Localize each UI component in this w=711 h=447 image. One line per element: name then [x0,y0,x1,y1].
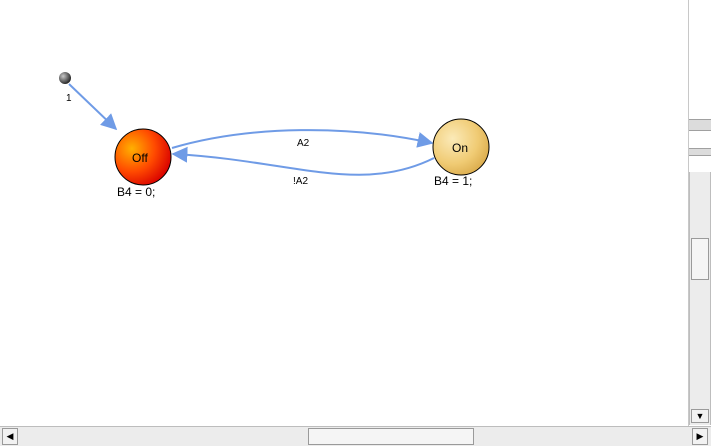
scroll-down-button[interactable]: ▼ [691,409,709,423]
horizontal-scrollbar[interactable]: ◀ ▶ [0,426,711,446]
state-off-name: Off [132,151,148,165]
vertical-scroll-thumb[interactable] [691,238,709,280]
scroll-left-button[interactable]: ◀ [2,428,18,445]
initial-transition-label: 1 [66,93,72,104]
state-on-action: B4 = 1; [434,174,473,188]
transition-arrow-off-to-on[interactable] [171,129,434,149]
scroll-left-arrow-icon: ◀ [6,431,14,441]
state-off-circle[interactable] [114,128,172,186]
right-panel-tab-2[interactable] [689,148,711,156]
vertical-scrollbar[interactable]: ▼ [689,172,711,425]
initial-transition-arrow[interactable] [68,83,118,131]
state-on-circle[interactable] [432,118,490,176]
initial-state-dot[interactable] [59,72,71,84]
transition-arrow-on-to-off[interactable] [171,146,435,176]
state-off-action: B4 = 0; [117,185,156,199]
scroll-right-arrow-icon: ▶ [696,431,704,441]
scroll-right-button[interactable]: ▶ [692,428,708,445]
state-diagram-canvas[interactable]: 1 Off B4 = 0; On B4 = 1; A2 !A2 [0,0,689,426]
state-on-name: On [452,141,469,155]
transition-label-a2: A2 [297,138,310,149]
diagram-graphics [59,72,490,186]
scroll-down-arrow-icon: ▼ [695,411,705,421]
horizontal-scroll-thumb[interactable] [308,428,474,445]
transition-label-not-a2: !A2 [293,176,309,187]
right-panel-tab-1[interactable] [689,119,711,131]
